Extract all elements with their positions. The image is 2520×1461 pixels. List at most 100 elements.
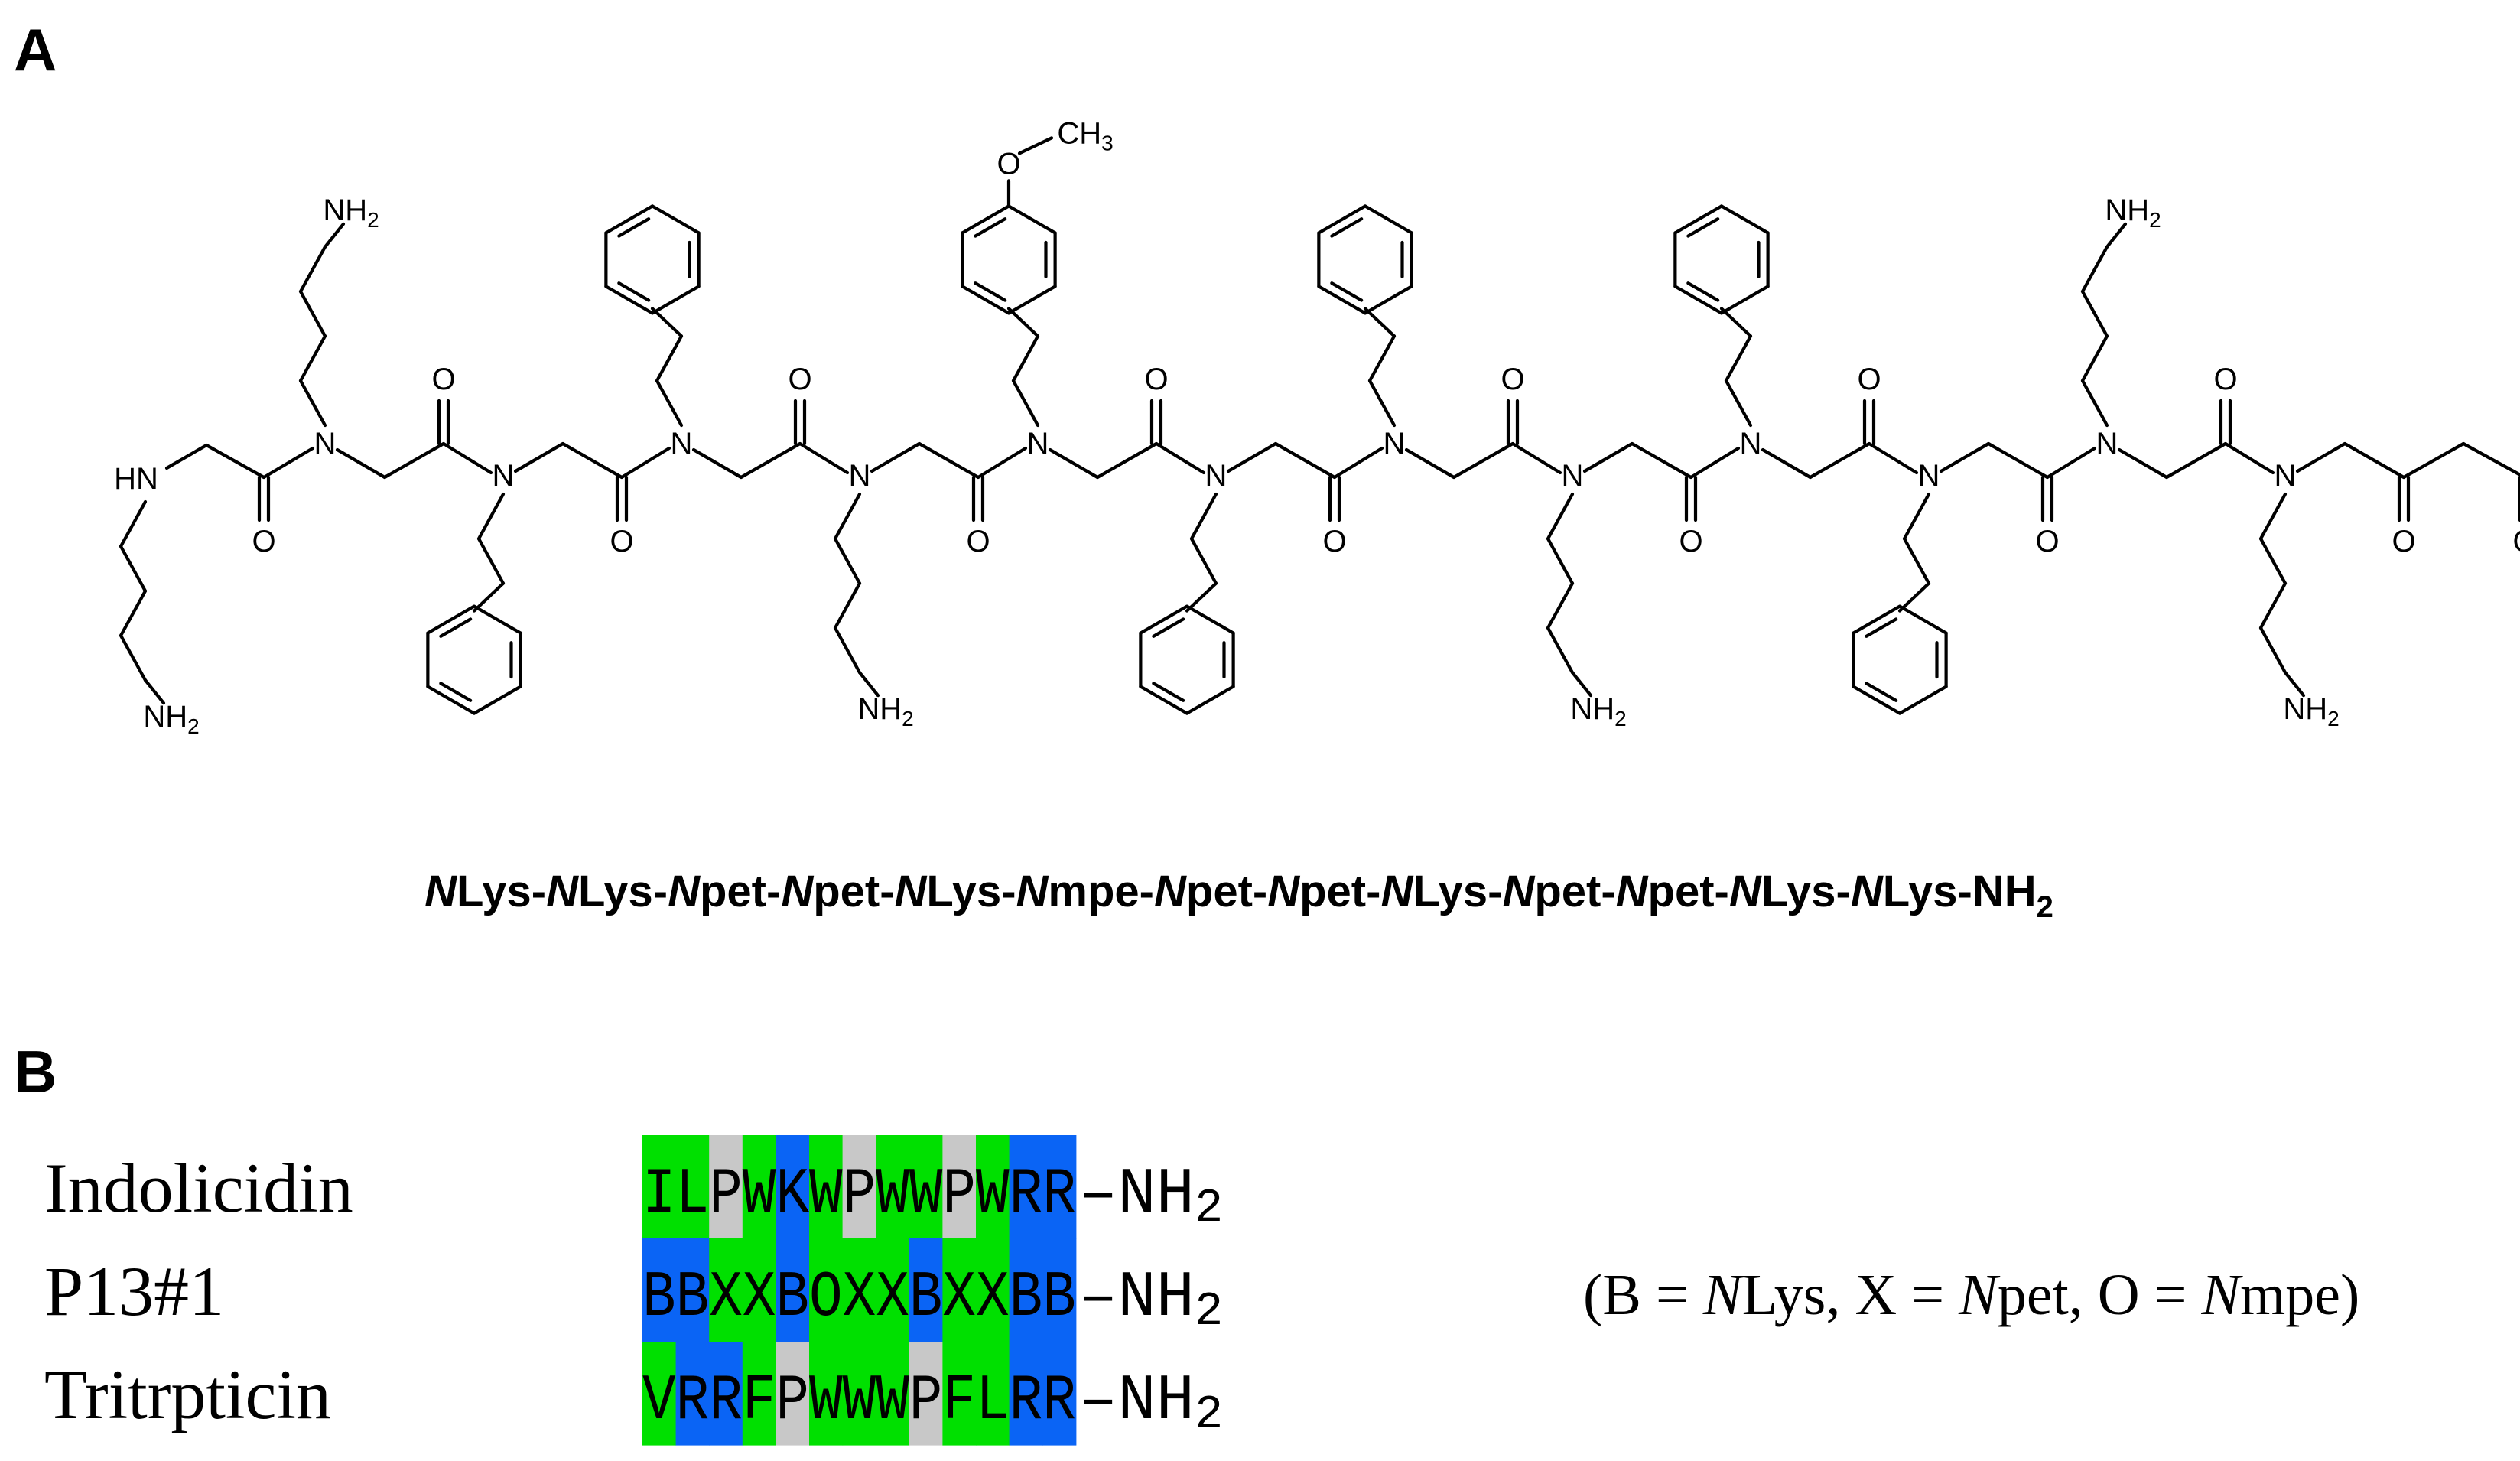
residue-cell — [1009, 1342, 1043, 1446]
aromatic-side-chain-bond — [1011, 379, 1040, 428]
peptoid-sequence-caption: NLys-NLys-Npet-Npet-NLys-Nmpe-Npet-Npet-… — [424, 867, 2053, 924]
residue-cell — [776, 1135, 810, 1239]
residue-cell — [809, 1135, 844, 1239]
ring-double-bond — [617, 217, 651, 238]
aromatic-side-chain-bond — [1367, 334, 1397, 382]
ring-bond — [1185, 604, 1235, 635]
ring-double-bond — [1865, 682, 1898, 702]
c-terminal-amide: –NH2 — [1079, 1262, 1223, 1339]
backbone-nitrogen-label: N — [1740, 427, 1762, 460]
backbone-nitrogen-label: N — [493, 459, 515, 493]
aromatic-side-chain-bond — [655, 334, 684, 382]
lysine-side-chain-bond — [833, 492, 862, 541]
ring-bond — [1719, 204, 1770, 235]
backbone-bond — [798, 441, 850, 475]
lysine-side-chain-bond — [2080, 290, 2109, 338]
ring-double-bond — [439, 682, 473, 702]
backbone-nitrogen-label: N — [849, 459, 871, 493]
residue-cell — [976, 1238, 1010, 1342]
ring-bond — [1363, 204, 1413, 235]
carbonyl-oxygen-label: O — [2213, 363, 2237, 396]
ring-bond — [1185, 685, 1235, 715]
methoxy-bond — [1017, 136, 1054, 155]
residue-cell — [742, 1135, 776, 1239]
aromatic-side-chain-bond — [1724, 379, 1753, 428]
residue-cell — [1042, 1238, 1077, 1342]
residue-cell — [909, 1342, 943, 1446]
ring-double-bond — [1330, 217, 1364, 238]
backbone-bond — [2343, 441, 2406, 480]
carbonyl-oxygen-label: O — [1857, 363, 1881, 396]
residue-cell — [942, 1342, 977, 1446]
backbone-nitrogen-label: N — [1205, 459, 1227, 493]
residue-cell — [976, 1342, 1010, 1446]
residue-legend: (B = NLys, X = Npet, O = Nmpe) — [1583, 1263, 2359, 1327]
residue-cell — [742, 1238, 776, 1342]
backbone-bond — [1867, 441, 1919, 475]
lysine-side-chain-bond — [2283, 671, 2306, 698]
ring-bond — [1719, 285, 1770, 315]
residue-cell — [809, 1342, 844, 1446]
residue-cell — [809, 1238, 844, 1342]
backbone-bond — [1761, 447, 1813, 480]
ring-bond — [1006, 204, 1057, 235]
lysine-side-chain-bond — [1546, 581, 1575, 630]
backbone-bond — [2401, 441, 2466, 480]
residue-cell — [942, 1135, 977, 1239]
aromatic-side-chain-bond — [476, 492, 506, 541]
backbone-bond — [335, 447, 387, 480]
ring-bond — [650, 285, 701, 315]
backbone-bond — [1048, 447, 1100, 480]
residue-cell — [709, 1135, 743, 1239]
residue-cell — [709, 1342, 743, 1446]
ring-bond — [604, 285, 655, 315]
backbone-bond — [1095, 441, 1159, 480]
ring-bond — [1317, 285, 1367, 315]
amine-label: NH2 — [1570, 692, 1626, 730]
residue-cell — [842, 1342, 876, 1446]
panel-b-label: B — [14, 1038, 57, 1105]
backbone-bond — [917, 441, 980, 480]
backbone-bond — [513, 441, 565, 473]
backbone-bond — [441, 441, 493, 475]
lysine-side-chain-bond — [2080, 379, 2109, 428]
carbonyl-oxygen-label: O — [1679, 525, 1702, 558]
peptide-sequence: VRRFPWWWPFLRR — [642, 1365, 1076, 1438]
aromatic-side-chain-bond — [1724, 334, 1753, 382]
ring-bond — [604, 204, 655, 235]
aromatic-side-chain-bond — [476, 537, 506, 585]
residue-cell — [876, 1238, 910, 1342]
amine-label: NH2 — [2283, 692, 2339, 730]
lysine-side-chain-bond — [119, 499, 148, 548]
residue-cell — [1009, 1238, 1043, 1342]
ring-bond — [1852, 685, 1902, 715]
methoxy-oxygen-label: O — [997, 147, 1020, 181]
carbonyl-oxygen-label: O — [2512, 525, 2520, 558]
backbone-nitrogen-label: N — [1562, 459, 1584, 493]
aromatic-side-chain-bond — [1897, 581, 1931, 613]
aromatic-side-chain-bond — [1902, 492, 1931, 541]
backbone-bond — [2223, 441, 2275, 475]
residue-cell — [876, 1342, 910, 1446]
aromatic-side-chain-bond — [1902, 537, 1931, 585]
residue-cell — [909, 1135, 943, 1239]
backbone-bond — [1332, 446, 1384, 480]
residue-cell — [709, 1238, 743, 1342]
lysine-side-chain-bond — [298, 334, 327, 382]
residue-cell — [776, 1238, 810, 1342]
ring-bond — [426, 604, 476, 635]
backbone-bond — [1582, 441, 1634, 473]
amine-label: NH2 — [143, 700, 199, 738]
aromatic-side-chain-bond — [1011, 334, 1040, 382]
residue-cell — [675, 1135, 710, 1239]
residue-cell — [842, 1135, 876, 1239]
ring-bond — [961, 285, 1011, 315]
backbone-bond — [262, 446, 315, 480]
backbone-bond — [1226, 441, 1278, 473]
aromatic-side-chain-bond — [1363, 307, 1397, 338]
lysine-side-chain-bond — [2080, 334, 2109, 382]
backbone-nitrogen-label: N — [1027, 427, 1049, 460]
backbone-bond — [1689, 446, 1741, 480]
ring-double-bond — [1686, 281, 1720, 302]
